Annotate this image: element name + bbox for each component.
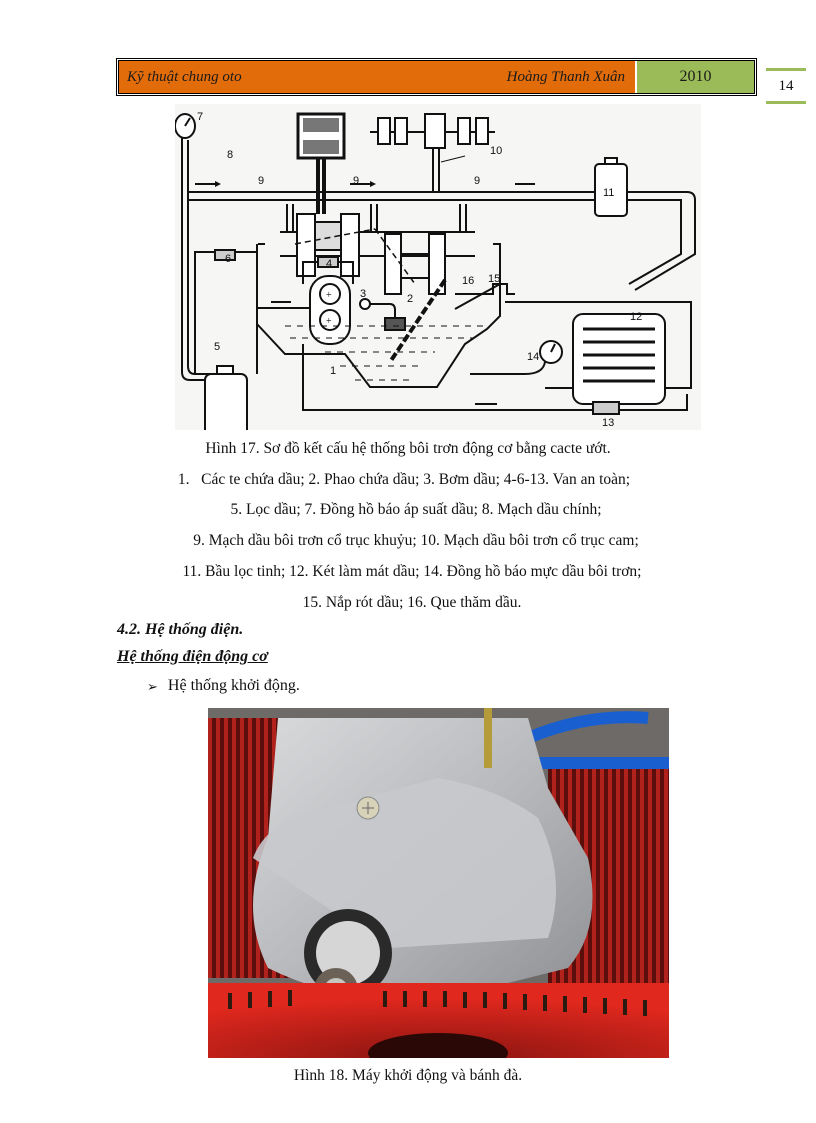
svg-text:6: 6	[225, 253, 231, 265]
label-7: 7	[197, 111, 203, 123]
figure17-legend-line-4: 11. Bầu lọc tinh; 12. Két làm mát dầu; 1…	[182, 563, 642, 580]
figure17-legend-line-2: 5. Lọc dầu; 7. Đồng hồ báo áp suất dầu; …	[230, 501, 602, 518]
course-title: Kỹ thuật chung oto	[127, 68, 242, 85]
svg-text:13: 13	[602, 417, 614, 429]
bullet-item: ➢ Hệ thống khởi động.	[147, 677, 300, 697]
svg-text:4: 4	[326, 258, 332, 270]
bullet-text: Hệ thống khởi động.	[167, 677, 300, 694]
figure17-legend-line-1: 1. Các te chứa dầu; 2. Phao chứa dầu; 3.…	[177, 471, 631, 488]
figure17-legend-line-3: 9. Mạch dầu bôi trơn cổ trục khuỷu; 10. …	[193, 532, 639, 549]
svg-text:16: 16	[462, 275, 474, 287]
header-title-bar: Kỹ thuật chung oto Hoàng Thanh Xuân	[119, 61, 635, 93]
svg-text:9: 9	[258, 175, 264, 187]
figure18-caption: Hình 18. Máy khởi động và bánh đà.	[293, 1067, 523, 1084]
lubrication-system-diagram: + +	[175, 104, 701, 430]
subsection-heading: Hệ thống điện động cơ	[117, 648, 268, 665]
svg-text:5: 5	[214, 341, 220, 353]
author-name: Hoàng Thanh Xuân	[506, 68, 625, 85]
label-8: 8	[227, 149, 233, 161]
svg-text:11: 11	[603, 187, 614, 199]
figure17-legend-line-5: 15. Nắp rót dầu; 16. Que thăm dầu.	[302, 594, 522, 611]
header-year: 2010	[635, 61, 754, 93]
figure17-caption: Hình 17. Sơ đồ kết cấu hệ thống bôi trơn…	[205, 440, 611, 457]
svg-text:2: 2	[407, 293, 413, 305]
svg-text:10: 10	[490, 145, 502, 157]
svg-text:1: 1	[330, 365, 336, 377]
svg-text:+: +	[326, 316, 332, 327]
svg-text:12: 12	[630, 311, 642, 323]
arrow-bullet-icon: ➢	[147, 679, 158, 694]
svg-text:+: +	[326, 290, 332, 301]
svg-text:14: 14	[527, 351, 539, 363]
svg-text:3: 3	[360, 288, 366, 300]
svg-text:9: 9	[474, 175, 480, 187]
section-heading: 4.2. Hệ thống điện.	[117, 621, 244, 638]
page-header: Kỹ thuật chung oto Hoàng Thanh Xuân 2010	[116, 58, 757, 96]
starter-motor-photo	[208, 708, 669, 1058]
svg-text:9: 9	[353, 175, 359, 187]
page-number: 14	[766, 68, 806, 104]
svg-text:15: 15	[488, 273, 500, 285]
